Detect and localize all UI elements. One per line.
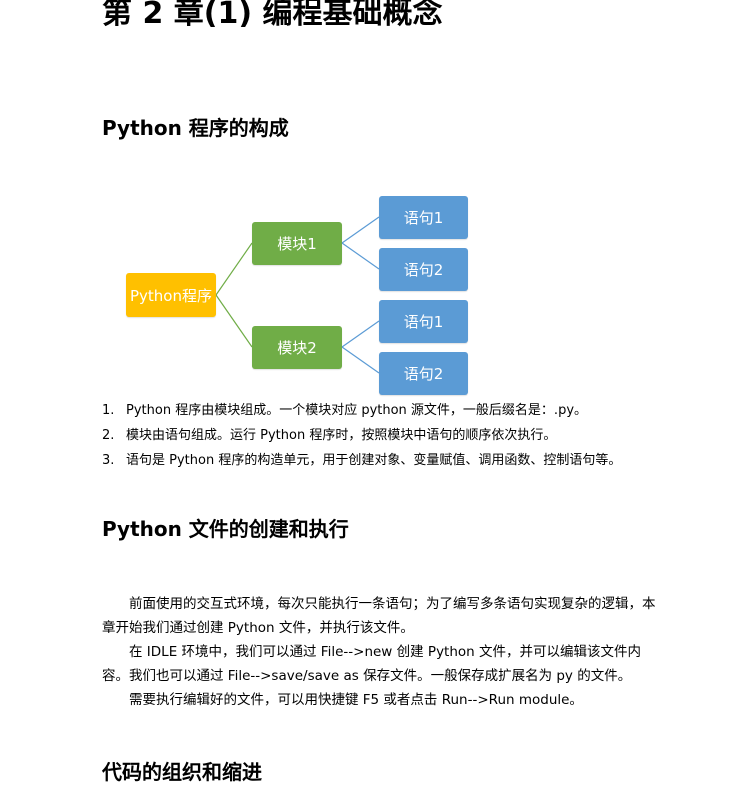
list-item-number: 2. (102, 428, 115, 443)
list-item-number: 3. (102, 453, 115, 468)
connector-module1-stmt1 (341, 216, 380, 244)
section-heading-file-create-run: Python 文件的创建和执行 (102, 517, 349, 541)
list-item-text: Python 程序由模块组成。一个模块对应 python 源文件，一般后缀名是：… (126, 403, 588, 418)
paragraph-interactive-env: 前面使用的交互式环境，每次只能执行一条语句；为了编写多条语句实现复杂的逻辑，本章… (102, 596, 656, 636)
node-python-program: Python程序 (126, 273, 216, 317)
section-heading-code-indent: 代码的组织和缩进 (102, 760, 262, 784)
connector-module1-stmt2 (341, 242, 380, 270)
list-item: 1. Python 程序由模块组成。一个模块对应 python 源文件，一般后缀… (102, 398, 621, 423)
list-item-text: 模块由语句组成。运行 Python 程序时，按照模块中语句的顺序依次执行。 (126, 428, 557, 443)
connector-root-module2 (215, 294, 253, 348)
connector-module2-stmt1 (341, 320, 380, 348)
node-module-2: 模块2 (252, 326, 342, 369)
structure-list: 1. Python 程序由模块组成。一个模块对应 python 源文件，一般后缀… (102, 398, 621, 473)
paragraph-run-file: 需要执行编辑好的文件，可以用快捷键 F5 或者点击 Run-->Run modu… (129, 692, 583, 708)
node-module1-statement-1: 语句1 (379, 196, 468, 239)
list-item-text: 语句是 Python 程序的构造单元，用于创建对象、变量赋值、调用函数、控制语句… (126, 453, 622, 468)
list-item: 3. 语句是 Python 程序的构造单元，用于创建对象、变量赋值、调用函数、控… (102, 448, 621, 473)
node-module2-statement-1: 语句1 (379, 300, 468, 343)
connector-module2-stmt2 (341, 346, 380, 374)
chapter-title: 第 2 章(1) 编程基础概念 (102, 0, 443, 31)
node-module2-statement-2: 语句2 (379, 352, 468, 395)
list-item: 2. 模块由语句组成。运行 Python 程序时，按照模块中语句的顺序依次执行。 (102, 423, 621, 448)
section-heading-program-structure: Python 程序的构成 (102, 116, 289, 140)
node-module1-statement-2: 语句2 (379, 248, 468, 291)
list-item-number: 1. (102, 403, 115, 418)
node-module-1: 模块1 (252, 222, 342, 265)
connector-root-module1 (215, 242, 253, 296)
paragraph-idle-file: 在 IDLE 环境中，我们可以通过 File-->new 创建 Python 文… (102, 644, 642, 684)
